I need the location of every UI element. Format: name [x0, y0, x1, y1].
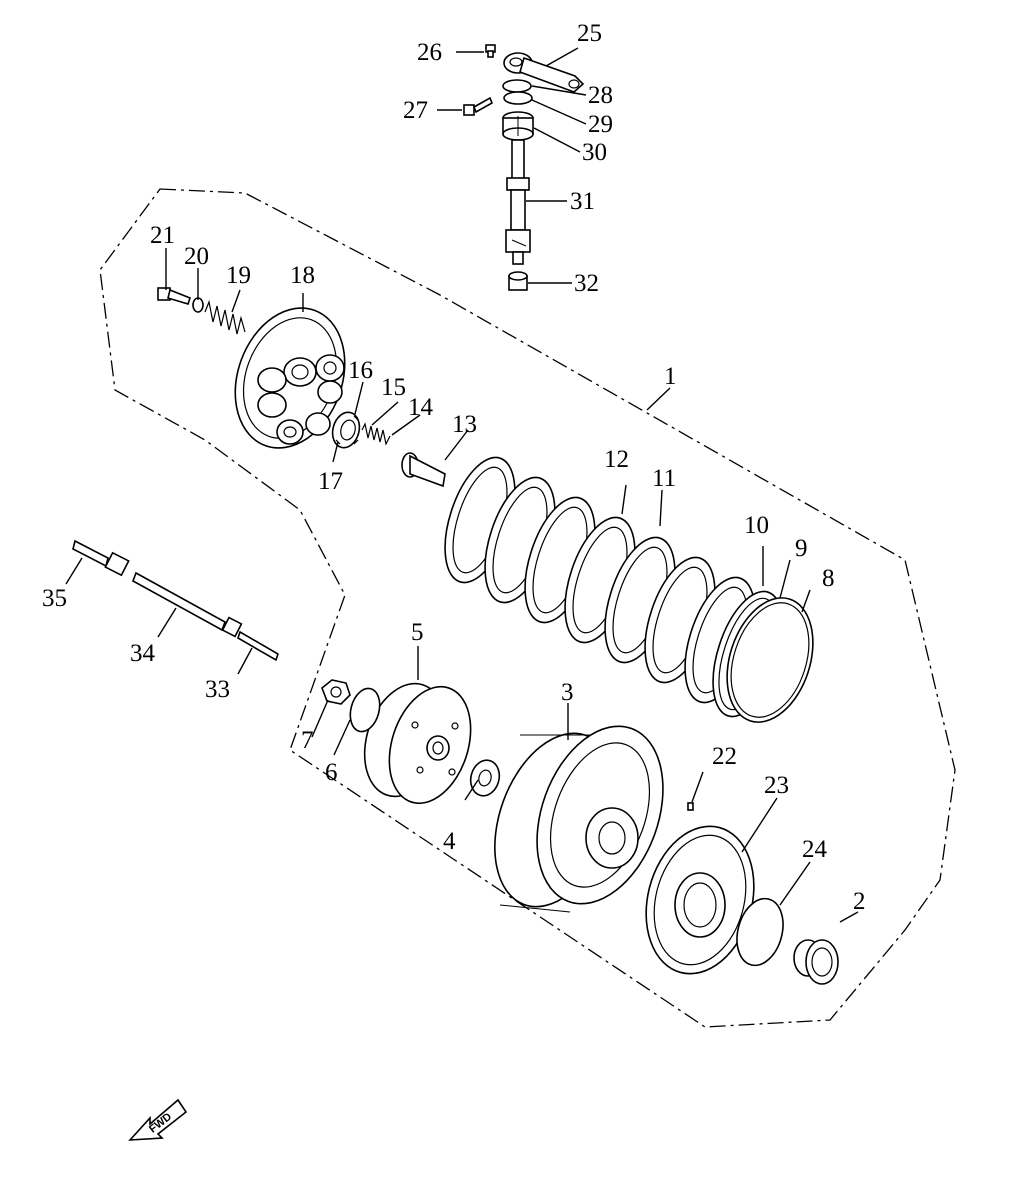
forward-arrow-icon: FWD [128, 1098, 188, 1141]
gear-23 [645, 825, 755, 975]
callout-9: 9 [795, 535, 808, 562]
callout-24: 24 [802, 836, 828, 863]
clutch-housing-3 [494, 725, 664, 913]
callout-2: 2 [853, 888, 866, 915]
callout-25: 25 [577, 20, 602, 47]
callout-33: 33 [205, 676, 230, 703]
callout-30: 30 [582, 139, 607, 166]
callout-28: 28 [588, 82, 613, 109]
pressure-plate-18 [234, 307, 346, 449]
bolt-27 [463, 96, 494, 116]
callout-14: 14 [408, 394, 434, 421]
washer-4-inner [478, 769, 492, 787]
callout-11: 11 [652, 465, 676, 492]
nut-7 [321, 679, 351, 705]
callout-21: 21 [150, 222, 175, 249]
screw-26 [485, 44, 496, 58]
callout-16: 16 [348, 357, 373, 384]
bearing-30 [502, 111, 534, 141]
callout-6: 6 [325, 759, 338, 786]
callout-32: 32 [574, 270, 599, 297]
callout-10: 10 [744, 512, 769, 539]
callout-13: 13 [452, 411, 477, 438]
callout-7: 7 [301, 727, 314, 754]
bolt-21 [157, 287, 191, 305]
callout-20: 20 [184, 243, 209, 270]
callout-26: 26 [417, 39, 442, 66]
clutch-assembly-boundary [99, 188, 956, 1028]
lifter-14-15 [361, 422, 391, 446]
washer-20 [192, 297, 204, 313]
plug-2 [793, 939, 839, 985]
callout-22: 22 [712, 743, 737, 770]
pin-22 [687, 802, 694, 811]
callout-18: 18 [290, 262, 315, 289]
push-rod-set [72, 539, 279, 662]
washer-4 [469, 759, 501, 797]
callout-8: 8 [822, 565, 835, 592]
clutch-hub-5 [363, 682, 472, 805]
washer-6 [349, 687, 381, 733]
callout-29: 29 [588, 111, 613, 138]
leader-lines [65, 47, 859, 923]
callout-35: 35 [42, 585, 67, 612]
callout-23: 23 [764, 772, 789, 799]
callout-34: 34 [130, 640, 156, 667]
callout-1: 1 [664, 363, 677, 390]
washer-28 [502, 79, 532, 93]
seal-29 [503, 91, 533, 105]
release-lever-group [463, 44, 585, 291]
spring-19 [204, 299, 246, 335]
release-lever-25 [503, 52, 585, 93]
bushing-32 [508, 271, 528, 291]
callouts: 1 2 3 4 5 6 7 8 9 10 11 12 13 14 15 16 1… [42, 20, 866, 915]
callout-27: 27 [403, 97, 428, 124]
clutch-plate-stack [444, 456, 814, 723]
callout-17: 17 [318, 468, 343, 495]
push-rod-13 [401, 452, 446, 488]
circlip-24 [736, 897, 784, 967]
callout-31: 31 [570, 188, 595, 215]
callout-3: 3 [561, 679, 574, 706]
callout-12: 12 [604, 446, 629, 473]
bearing-16-17 [331, 411, 361, 449]
callout-5: 5 [411, 619, 424, 646]
callout-19: 19 [226, 262, 251, 289]
callout-4: 4 [443, 828, 456, 855]
callout-15: 15 [381, 374, 406, 401]
shaft-31 [505, 139, 531, 265]
